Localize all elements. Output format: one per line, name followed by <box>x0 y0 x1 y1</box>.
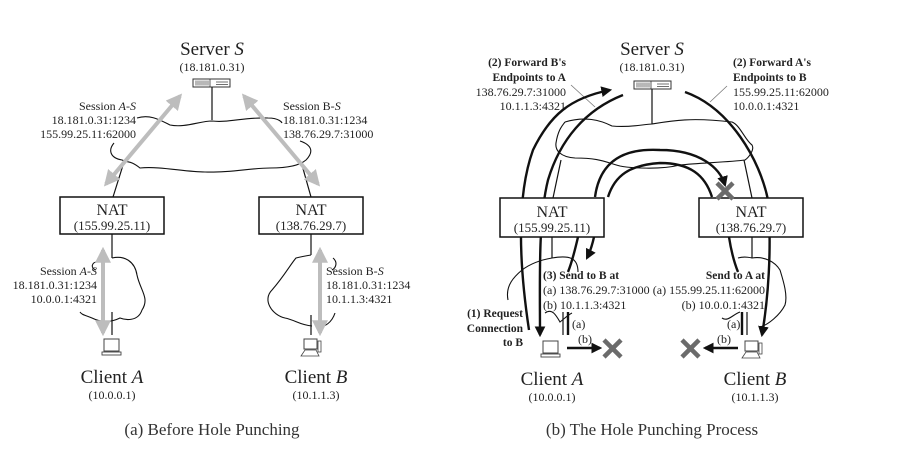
forward-b-line: 10.1.1.3:4321 <box>500 99 566 113</box>
client-b-ip: (10.1.1.3) <box>293 388 340 402</box>
nat-a-label: NAT <box>536 204 567 221</box>
server-ip: (18.181.0.31) <box>180 60 245 74</box>
nat-b-box: NAT (138.76.29.7) <box>698 197 804 238</box>
nat-b-ip: (138.76.29.7) <box>716 220 786 235</box>
incoming-to-nat-a-arrow <box>585 236 596 260</box>
request-label: Connection <box>467 323 524 335</box>
nat-b-label: NAT <box>735 204 766 221</box>
send-to-b-public-arrow <box>593 148 728 198</box>
path-label-a: (a) <box>727 317 740 331</box>
panel-hole-punching-process: Server S (18.181.0.31) (2) Forward B's E… <box>467 39 829 439</box>
nat-a-ip: (155.99.25.11) <box>514 220 590 235</box>
send-to-a-title: Send to A at <box>706 270 765 282</box>
path-label-a: (a) <box>572 317 585 331</box>
request-label: (1) Request <box>467 308 523 320</box>
x-mark-icon <box>715 181 735 201</box>
forward-a-title: (2) Forward A's <box>733 57 811 69</box>
forward-a-line: 155.99.25.11:62000 <box>733 85 829 99</box>
path-label-b: (b) <box>578 332 592 346</box>
request-label: to B <box>503 337 523 349</box>
request-arrow <box>519 86 613 331</box>
send-to-b-line: (a) 138.76.29.7:31000 <box>543 283 650 297</box>
path-label-b: (b) <box>717 332 731 346</box>
server-icon <box>633 80 672 90</box>
send-to-b-title: (3) Send to B at <box>543 270 619 282</box>
nat-b-uplink <box>743 159 753 199</box>
forward-to-a-arrow <box>534 93 624 338</box>
client-b-title: Client B <box>724 369 787 390</box>
session-bs-public-line: 18.181.0.31:1234 <box>283 113 367 127</box>
session-as-public-line: 155.99.25.11:62000 <box>40 127 136 141</box>
laptop-icon <box>540 340 561 358</box>
session-bs-public-title: Session B-S <box>283 99 341 113</box>
internet-cloud <box>555 118 754 169</box>
nat-a-uplink <box>552 159 562 199</box>
session-as-private-line: 10.0.0.1:4321 <box>31 292 97 306</box>
nat-a-ip: (155.99.25.11) <box>74 218 150 233</box>
server-ip: (18.181.0.31) <box>620 60 685 74</box>
send-to-a-private-stub <box>727 236 740 273</box>
desktop-icon <box>300 338 322 357</box>
caption-b: (b) The Hole Punching Process <box>546 420 758 439</box>
desktop-icon <box>741 340 763 359</box>
nat-b-label: NAT <box>295 202 326 219</box>
caption-a: (a) Before Hole Punching <box>124 420 300 439</box>
session-as-public-line: 18.181.0.31:1234 <box>52 113 136 127</box>
session-bs-private-title: Session B-S <box>326 264 384 278</box>
session-bs-arrow <box>241 93 321 187</box>
send-to-a-line: (a) 155.99.25.11:62000 <box>653 283 765 297</box>
x-mark-icon <box>680 338 701 359</box>
session-as-private-title: Session A-S <box>40 264 97 278</box>
session-as-public-title: Session A-S <box>79 99 136 113</box>
forward-a-title: Endpoints to B <box>733 72 807 84</box>
session-bs-private-line: 18.181.0.31:1234 <box>326 278 410 292</box>
nat-a-label: NAT <box>96 202 127 219</box>
forward-a-line: 10.0.0.1:4321 <box>733 99 799 113</box>
client-b-title: Client B <box>285 367 348 388</box>
forward-b-line: 138.76.29.7:31000 <box>476 85 566 99</box>
send-to-a-line: (b) 10.0.0.1:4321 <box>682 298 765 312</box>
session-bs-public-line: 138.76.29.7:31000 <box>283 127 373 141</box>
server-icon <box>192 78 231 88</box>
client-a-ip: (10.0.0.1) <box>529 390 576 404</box>
client-a-title: Client A <box>521 369 584 390</box>
server-title: Server S <box>620 39 684 60</box>
forward-b-title: Endpoints to A <box>492 72 566 84</box>
client-a-title: Client A <box>81 367 144 388</box>
session-as-arrow <box>103 93 183 187</box>
nat-b-box: NAT (138.76.29.7) <box>258 196 364 235</box>
send-to-b-line: (b) 10.1.1.3:4321 <box>543 298 626 312</box>
nat-b-ip: (138.76.29.7) <box>276 218 346 233</box>
client-b-ip: (10.1.1.3) <box>732 390 779 404</box>
server-title: Server S <box>180 39 244 60</box>
laptop-icon <box>101 338 122 356</box>
private-cloud-b <box>721 256 787 328</box>
nat-a-box: NAT (155.99.25.11) <box>59 196 165 235</box>
panel-before-hole-punching: Server S (18.181.0.31) Session A-S 18.18… <box>13 39 411 439</box>
client-a-ip: (10.0.0.1) <box>89 388 136 402</box>
nat-a-box: NAT (155.99.25.11) <box>499 197 605 238</box>
x-mark-icon <box>602 338 623 359</box>
forward-a-leader <box>709 85 728 103</box>
send-to-b-private-stub <box>566 236 580 273</box>
session-as-private-line: 18.181.0.31:1234 <box>13 278 97 292</box>
forward-b-title: (2) Forward B's <box>488 57 566 69</box>
session-bs-private-line: 10.1.1.3:4321 <box>326 292 392 306</box>
send-to-a-public-path <box>606 161 714 198</box>
forward-b-leader <box>570 84 596 108</box>
